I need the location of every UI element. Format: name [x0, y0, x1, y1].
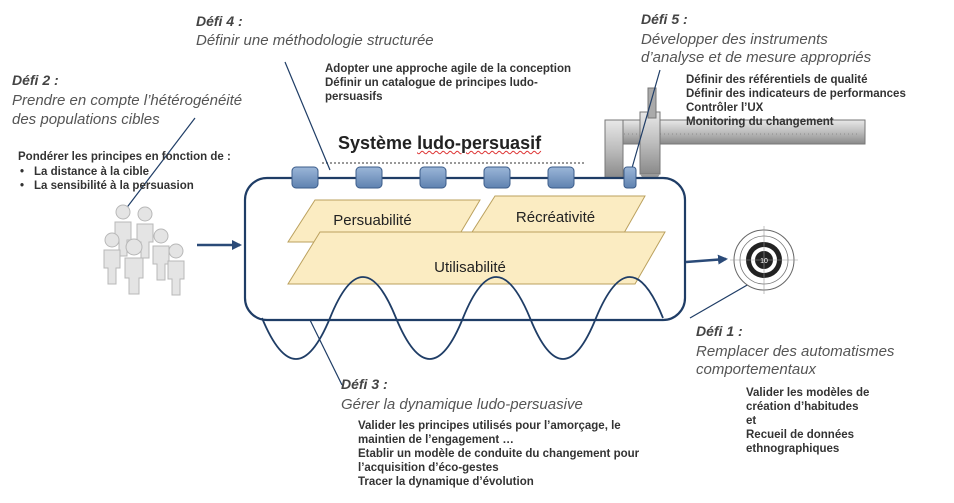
defi5-item: Monitoring du changement	[686, 116, 834, 128]
chips-row	[291, 166, 637, 189]
defi3-item: Tracer la dynamique d’évolution	[358, 476, 534, 488]
system-title-prefix: Système	[338, 133, 418, 153]
defi4-item: Adopter une approche agile de la concept…	[325, 63, 572, 75]
defi5-items: Définir des référentiels de qualité Défi…	[686, 73, 906, 129]
system-title-squiggle: ludo-persuasif	[417, 133, 542, 153]
defi3-item: maintien de l’engagement …	[358, 434, 514, 446]
chip	[623, 166, 637, 189]
dynamics-wave	[261, 276, 664, 360]
defi2-items: La distance à la cible La sensibilité à …	[20, 165, 194, 193]
target-icon: 10	[730, 226, 798, 294]
defi3-subtitle: Gérer la dynamique ludo-persuasive	[341, 396, 583, 413]
defi5-subtitle-1: Développer des instruments	[641, 31, 828, 48]
plane-utilisabilite	[287, 231, 666, 285]
defi1-subtitle-1: Remplacer des automatismes	[696, 343, 895, 360]
defi5-item: Contrôler l’UX	[686, 102, 764, 114]
persuabilite-label: Persuabilité	[333, 212, 412, 229]
people-icon	[103, 204, 185, 296]
chip	[291, 166, 319, 189]
system-title: Système ludo-persuasif	[338, 132, 541, 154]
defi1-title: Défi 1 :	[696, 323, 743, 339]
defi4-item: Définir un catalogue de principes ludo-	[325, 77, 538, 89]
defi2-item: La sensibilité à la persuasion	[20, 179, 194, 193]
defi1-item: ethnographiques	[746, 443, 840, 455]
defi5-title: Défi 5 :	[641, 11, 688, 27]
defi2-item: La distance à la cible	[20, 165, 194, 179]
defi1-item: et	[746, 415, 757, 427]
defi4-title: Défi 4 :	[196, 13, 243, 29]
defi3-item: Etablir un modèle de conduite du changem…	[358, 448, 640, 460]
defi1-item: Recueil de données	[746, 429, 855, 441]
defi1-subtitle-2: comportementaux	[696, 361, 817, 378]
defi3-item: Valider les principes utilisés pour l’am…	[358, 420, 621, 432]
defi5-subtitle-2: d’analyse et de mesure appropriés	[641, 49, 872, 66]
chip	[547, 166, 575, 189]
recreativite-label: Récréativité	[515, 209, 596, 226]
defi2-subtitle-2: des populations cibles	[12, 111, 160, 128]
target-center-number: 10	[760, 258, 768, 265]
defi2-lead: Pondérer les principes en fonction de :	[18, 151, 231, 163]
output-arrow	[685, 254, 728, 265]
defi4-subtitle: Définir une méthodologie structurée	[196, 32, 434, 49]
chip	[355, 166, 383, 189]
defi2-subtitle-1: Prendre en compte l’hétérogénéité	[12, 92, 243, 109]
chip	[483, 166, 511, 189]
defi1-item: Valider les modèles de	[746, 387, 870, 399]
defi4-item: persuasifs	[325, 91, 383, 103]
defi1-item: création d’habitudes	[746, 401, 859, 413]
defi5-item: Définir des référentiels de qualité	[686, 74, 868, 86]
defi4-items: Adopter une approche agile de la concept…	[325, 62, 571, 104]
defi1-items: Valider les modèles de création d’habitu…	[746, 386, 869, 456]
defi2-title: Défi 2 :	[12, 72, 59, 88]
defi5-item: Définir des indicateurs de performances	[686, 88, 906, 100]
defi3-item: l’acquisition d’éco-gestes	[358, 462, 499, 474]
defi3-title: Défi 3 :	[341, 376, 388, 392]
utilisabilite-label: Utilisabilité	[434, 259, 506, 276]
chip	[419, 166, 447, 189]
defi3-items: Valider les principes utilisés pour l’am…	[358, 419, 639, 489]
